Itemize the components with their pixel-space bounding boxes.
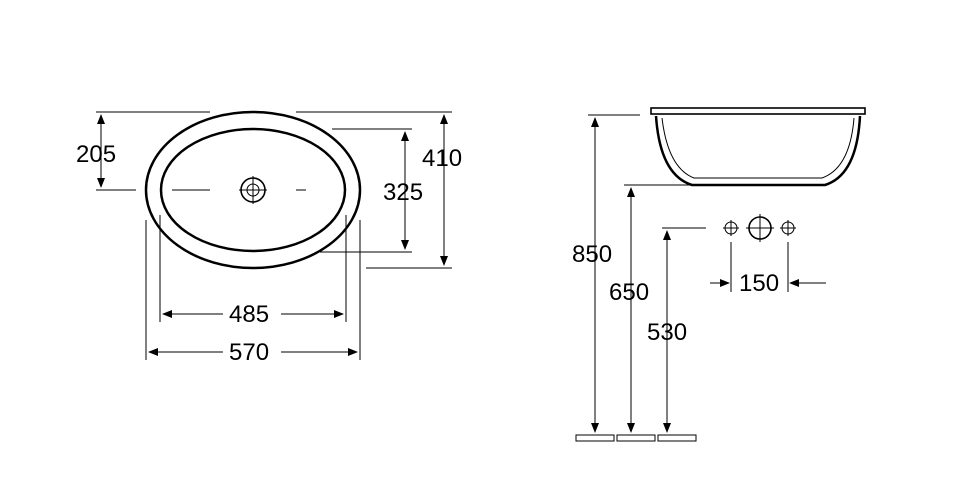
dimension-205-label: 205: [76, 141, 116, 168]
dimension-570-label: 570: [229, 339, 269, 366]
basin-rim-section: [650, 107, 866, 115]
basin-inner-bowl: [159, 127, 347, 253]
tap-hole-left-icon: [723, 220, 739, 236]
drain-icon: [239, 176, 267, 204]
side-view: 150 850 650 530: [572, 107, 866, 442]
tap-holes: [723, 214, 796, 242]
basin-bowl-section: [654, 115, 862, 187]
dimension-850-label: 850: [572, 241, 612, 268]
tap-hole-center-icon: [746, 214, 774, 242]
floor-symbol: [575, 434, 697, 442]
dimension-485-label: 485: [229, 301, 269, 328]
basin-outer-rim: [144, 110, 362, 270]
tap-hole-right-icon: [780, 220, 796, 236]
dimension-410-label: 410: [422, 145, 462, 172]
dimension-150-label: 150: [739, 270, 779, 297]
dimension-325-label: 325: [383, 179, 423, 206]
top-view: 205 410 325 485 570: [76, 110, 462, 366]
dimension-650-label: 650: [609, 279, 649, 306]
dimension-530-label: 530: [647, 319, 687, 346]
